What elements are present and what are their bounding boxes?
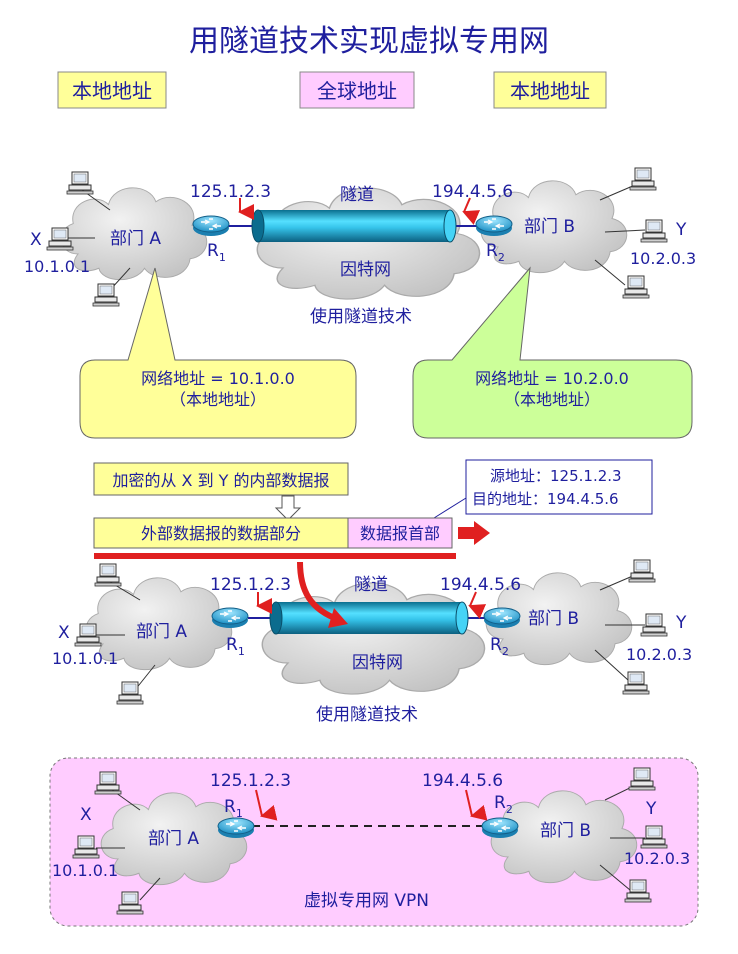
callout-right: 网络地址 = 10.2.0.0 （本地地址） [412,266,693,439]
svg-text:全球地址: 全球地址 [317,79,397,103]
vpn-section: 125.1.2.3 194.4.5.6 部门 A 部门 B X Y 10.1.0… [49,757,699,927]
r1-label: R1 [224,797,243,820]
pc-icon [622,671,650,695]
tunnel-pipe-middle [269,601,469,635]
legend-local-left: 本地地址 [57,71,167,109]
legend-local-right: 本地地址 [493,71,607,109]
encrypted-datagram-box: 加密的从 X 到 Y 的内部数据报 [93,462,349,496]
vpn-label: 虚拟专用网 VPN [304,891,429,911]
dept-a-label: 部门 A [136,622,187,642]
svg-text:网络地址 = 10.2.0.0: 网络地址 = 10.2.0.0 [475,369,629,388]
address-box: 源地址：125.1.2.3 目的地址：194.4.5.6 [465,459,653,515]
tunnel-label: 隧道 [340,185,374,205]
router-r2-icon [475,215,513,237]
internet-label: 因特网 [340,260,391,280]
red-bar [94,553,456,559]
host-y-label: Y [675,613,687,633]
pc-icon [628,559,656,583]
ip-r1-label: 125.1.2.3 [210,771,291,791]
ip-x-label: 10.1.0.1 [24,257,90,276]
legend-global: 全球地址 [299,71,415,109]
router-r2-icon [481,817,519,839]
svg-text:外部数据报的数据部分: 外部数据报的数据部分 [141,524,301,543]
tunnel-pipe-top [251,209,457,243]
svg-text:本地地址: 本地地址 [510,79,590,103]
r2-label: R2 [490,635,509,658]
insert-arrow-head [328,608,348,628]
send-arrow-icon [458,521,490,545]
dept-b-label: 部门 B [524,217,575,237]
middle-section: 加密的从 X 到 Y 的内部数据报 源地址：125.1.2.3 目的地址：194… [52,459,692,725]
address-pointer [433,497,467,519]
svg-text:本地地址: 本地地址 [72,79,152,103]
ip-x-label: 10.1.0.1 [52,649,118,668]
dst-address-label: 目的地址：194.4.5.6 [472,490,619,508]
tunnel-tech-label: 使用隧道技术 [310,306,412,327]
host-x-label: X [58,623,70,643]
router-r1-icon [192,215,230,237]
ip-y-label: 10.2.0.3 [624,849,690,868]
down-arrow-icon [274,495,302,521]
tunnel-label: 隧道 [354,575,388,595]
router-r1-icon [217,817,255,839]
top-section: 125.1.2.3 194.4.5.6 隧道 因特网 部门 A 部门 B X Y… [24,167,696,439]
router-r1-icon [211,607,249,629]
svg-text:网络地址 = 10.1.0.0: 网络地址 = 10.1.0.0 [141,369,295,388]
dept-a-label: 部门 A [110,229,161,249]
host-y-label: Y [645,799,657,819]
data-part-box [93,517,349,549]
internet-cloud-middle [261,582,486,695]
router-r2-icon [483,607,521,629]
host-y-label: Y [675,220,687,240]
svg-text:（本地地址）: （本地地址） [504,390,600,409]
dept-b-label: 部门 B [528,609,579,629]
r1-label: R1 [226,635,245,658]
host-x-label: X [80,805,92,825]
pc-icon [629,167,657,191]
callout-left: 网络地址 = 10.1.0.0 （本地地址） [79,267,357,439]
r2-label: R2 [494,793,513,816]
ip-y-label: 10.2.0.3 [626,645,692,664]
ip-y-label: 10.2.0.3 [630,249,696,268]
svg-text:（本地地址）: （本地地址） [170,390,266,409]
internet-label: 因特网 [352,653,403,673]
pc-icon [66,171,94,195]
src-address-label: 源地址：125.1.2.3 [490,467,622,485]
pc-icon [640,219,668,243]
r2-label: R2 [486,241,505,264]
svg-text:数据报首部: 数据报首部 [360,524,440,543]
vpn-boundary [49,757,699,927]
ip-r2-label: 194.4.5.6 [422,771,503,791]
svg-text:加密的从 X 到 Y 的内部数据报: 加密的从 X 到 Y 的内部数据报 [112,471,329,490]
ip-r2-label: 194.4.5.6 [432,182,513,202]
dept-b-label: 部门 B [540,821,591,841]
ip-r1-label: 125.1.2.3 [190,182,271,202]
ip-r2-label: 194.4.5.6 [440,575,521,595]
host-x-label: X [30,230,42,250]
dept-a-label: 部门 A [148,829,199,849]
header-box [347,517,453,549]
outer-datagram: 外部数据报的数据部分 数据报首部 [93,517,490,559]
pc-icon [92,283,120,307]
ip-r1-label: 125.1.2.3 [210,575,291,595]
tunnel-tech-label: 使用隧道技术 [316,704,418,725]
ip-x-label: 10.1.0.1 [52,861,118,880]
r1-label: R1 [207,241,226,264]
pc-icon [94,563,122,587]
pc-icon [622,275,650,299]
page-title: 用隧道技术实现虚拟专用网 [189,24,549,59]
